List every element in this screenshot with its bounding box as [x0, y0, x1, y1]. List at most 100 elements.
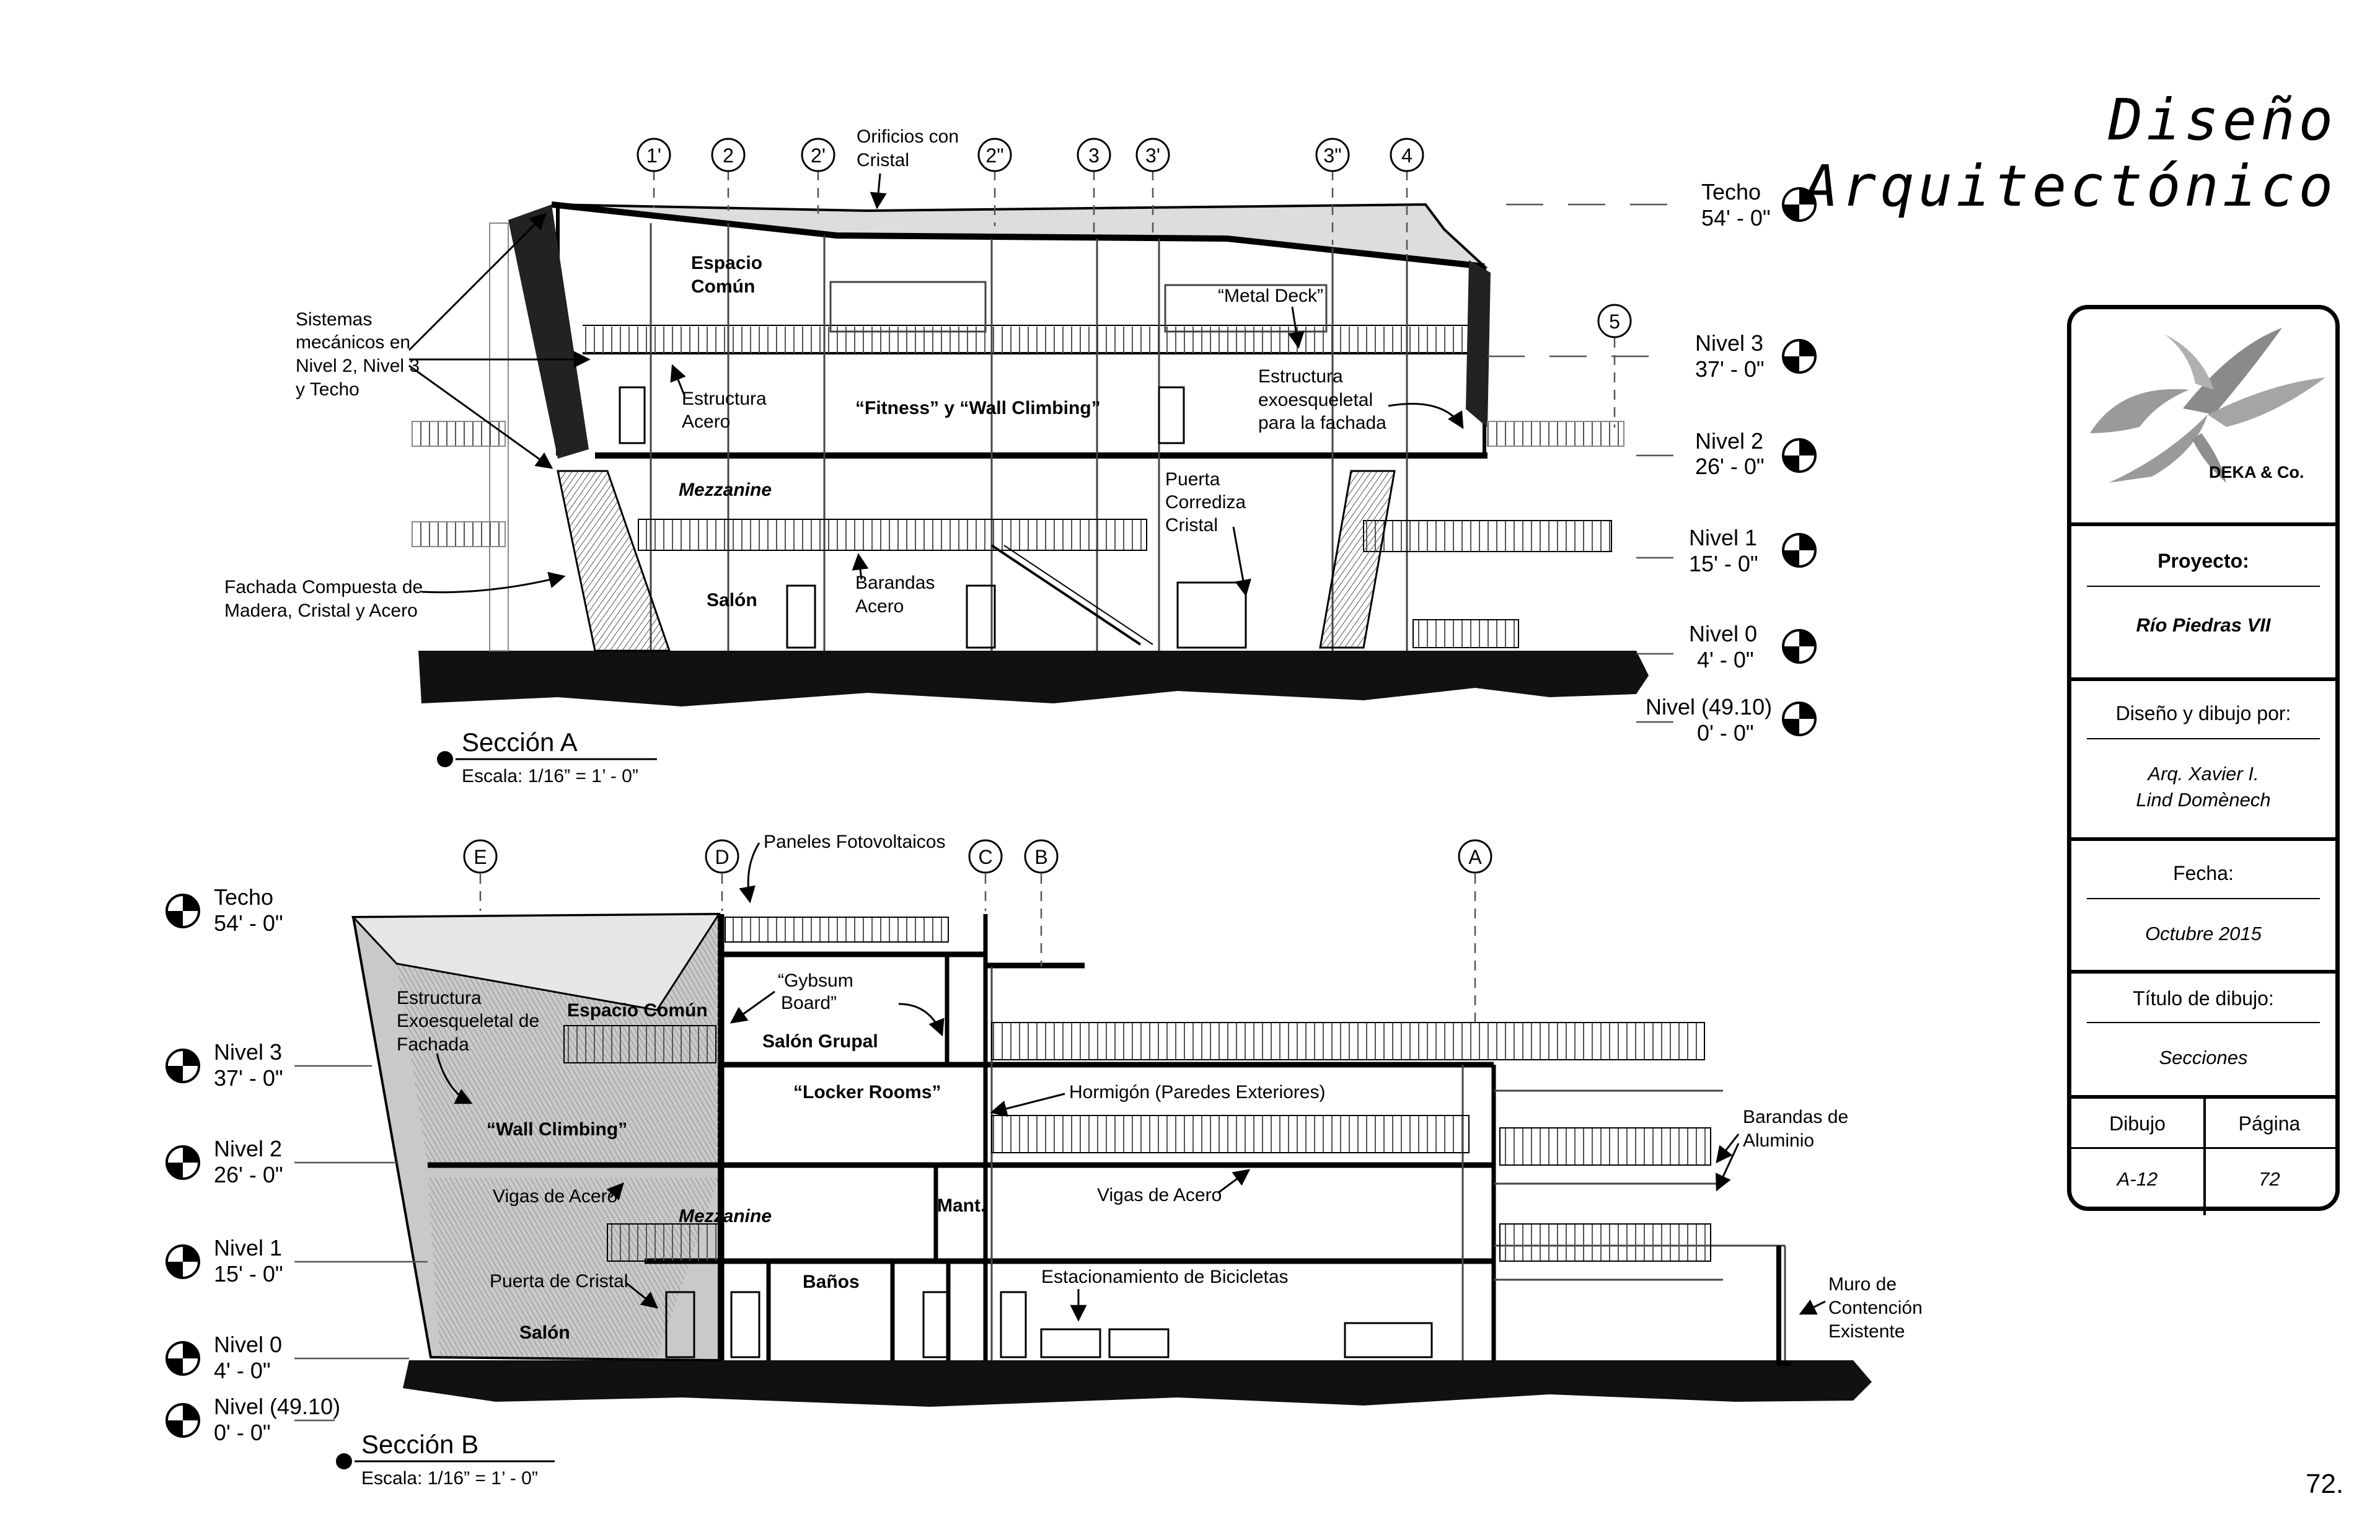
- titulo-section: Título de dibujo: Secciones: [2071, 974, 2335, 1099]
- ground-mass-a: [418, 651, 1649, 706]
- proyecto-section: Proyecto: Río Piedras VII: [2071, 526, 2335, 681]
- titulo-value: Secciones: [2159, 1047, 2248, 1068]
- level-name: Nivel 2: [214, 1136, 282, 1161]
- grid-label: 2: [723, 144, 734, 167]
- dibujo-value: A-12: [2117, 1168, 2158, 1190]
- svg-text:Cristal: Cristal: [857, 150, 909, 170]
- facade-lower-right-a: [1319, 470, 1396, 649]
- grid-label: 1': [646, 144, 661, 167]
- level-elev: 54' - 0": [1701, 205, 1771, 231]
- grid-label: 3': [1145, 144, 1160, 167]
- section-a-title: Sección A: [462, 728, 578, 757]
- deka-logo-icon: [2090, 328, 2325, 483]
- diseno-value-line1: Arq. Xavier I.: [2148, 763, 2259, 785]
- grid-label: E: [474, 846, 487, 868]
- level-elev: 4' - 0": [1697, 647, 1754, 672]
- level-name: Nivel 3: [214, 1039, 282, 1065]
- svg-text:exoesqueletal: exoesqueletal: [1258, 390, 1373, 410]
- svg-text:Cristal: Cristal: [1165, 515, 1218, 535]
- svg-text:Exoesqueletal de: Exoesqueletal de: [397, 1011, 539, 1031]
- pagina-label: Página: [2238, 1112, 2301, 1135]
- section-b-title: Sección B: [361, 1430, 478, 1459]
- page-number: 72.: [2306, 1469, 2344, 1499]
- leaders-b: [436, 842, 1826, 1322]
- slabs-b: [428, 951, 1494, 1264]
- railing-nivel3-b: [991, 1022, 1705, 1060]
- svg-text:Vigas de Acero: Vigas de Acero: [493, 1186, 617, 1207]
- svg-text:Estructura: Estructura: [682, 389, 767, 409]
- dibujo-section: Dibujo Página A-12 72: [2071, 1099, 2335, 1215]
- level-elev: 26' - 0": [214, 1162, 283, 1187]
- fecha-label: Fecha:: [2173, 862, 2234, 884]
- grid-labels-a: 1' 2 2' 2" 3 3' 3" 4 5: [646, 144, 1620, 333]
- grid-bubbles-a: [637, 138, 1632, 338]
- level-labels-b: Techo 54' - 0" Nivel 3 37' - 0" Nivel 2 …: [214, 884, 340, 1445]
- level-elev: 15' - 0": [1689, 551, 1758, 576]
- pv-panels-b: [725, 917, 949, 943]
- right-railing-a: [1363, 520, 1612, 552]
- section-a-drawing: Techo 54' - 0" Nivel 3 37' - 0" Nivel 2 …: [224, 126, 1817, 786]
- svg-text:Hormigón (Paredes Exteriores): Hormigón (Paredes Exteriores): [1069, 1082, 1325, 1102]
- level-labels-a: Techo 54' - 0" Nivel 3 37' - 0" Nivel 2 …: [1646, 179, 1772, 746]
- svg-text:Vigas de Acero: Vigas de Acero: [1097, 1185, 1222, 1205]
- grid-label: 3: [1088, 144, 1100, 167]
- svg-text:Estacionamiento de Bicicletas: Estacionamiento de Bicicletas: [1041, 1267, 1289, 1287]
- ground-mass-b: [403, 1360, 1872, 1407]
- svg-text:Baños: Baños: [803, 1272, 860, 1292]
- mezzanine-railing-a: [638, 519, 1147, 551]
- page-title: Diseño Arquitectónico: [1804, 87, 2337, 219]
- svg-text:Sistemas: Sistemas: [296, 309, 372, 330]
- svg-text:Común: Común: [691, 276, 755, 297]
- svg-text:Mezzanine: Mezzanine: [679, 1206, 772, 1226]
- level-name: Nivel 1: [1689, 525, 1757, 550]
- svg-text:“Gybsum: “Gybsum: [778, 970, 853, 991]
- grid-label: A: [1468, 846, 1482, 868]
- section-b-drawing: E D C B A Te: [165, 832, 1923, 1489]
- level-elev: 15' - 0": [214, 1261, 283, 1287]
- svg-text:para la fachada: para la fachada: [1258, 413, 1386, 433]
- svg-text:Mant.: Mant.: [937, 1195, 985, 1216]
- level-markers-b: [165, 894, 200, 1438]
- svg-text:“Locker Rooms”: “Locker Rooms”: [793, 1082, 941, 1102]
- svg-text:Acero: Acero: [855, 596, 904, 617]
- level-lines-a: [1488, 203, 1673, 723]
- svg-text:Salón: Salón: [519, 1322, 570, 1343]
- level-markers-a: [1782, 187, 1817, 736]
- roof-line-a: [551, 201, 1485, 270]
- level-name: Techo: [1701, 179, 1761, 205]
- svg-text:Espacio Común: Espacio Común: [567, 1000, 708, 1021]
- level-elev: 54' - 0": [214, 910, 283, 936]
- section-a-scale: Escala: 1/16” = 1’ - 0”: [462, 766, 638, 786]
- svg-text:“Fitness” y “Wall Climbing”: “Fitness” y “Wall Climbing”: [855, 398, 1101, 418]
- doors-a: [619, 386, 1247, 649]
- leaders-a: [408, 173, 1464, 597]
- svg-text:Aluminio: Aluminio: [1743, 1130, 1814, 1151]
- svg-text:Mezzanine: Mezzanine: [679, 480, 772, 500]
- grid-label: B: [1034, 846, 1047, 868]
- annotations-b: Paneles Fotovoltaicos Estructura Exoesqu…: [397, 832, 1923, 1343]
- stair-a: [990, 544, 1142, 646]
- section-b-scale: Escala: 1/16” = 1’ - 0”: [361, 1468, 538, 1489]
- section-a-bullet: [437, 751, 453, 767]
- proyecto-value: Río Piedras VII: [2136, 614, 2271, 636]
- level-elev: 0' - 0": [1697, 720, 1754, 746]
- fecha-value: Octubre 2015: [2145, 923, 2262, 944]
- brand-name: DEKA & Co.: [2209, 463, 2304, 482]
- svg-text:Barandas: Barandas: [855, 573, 935, 593]
- railing-nivel3-a: [583, 327, 1463, 353]
- walls-b: [720, 914, 1496, 1360]
- grid-label: 3": [1323, 144, 1341, 167]
- svg-text:Fachada: Fachada: [397, 1034, 469, 1055]
- level-elev: 37' - 0": [1695, 356, 1765, 382]
- diseno-section: Diseño y dibujo por: Arq. Xavier I. Lind…: [2071, 681, 2335, 841]
- facade-lower-left-a: [557, 470, 671, 652]
- grid-bubbles-b: [463, 839, 1492, 874]
- svg-text:Acero: Acero: [682, 411, 730, 432]
- svg-text:Madera, Cristal y Acero: Madera, Cristal y Acero: [224, 601, 418, 621]
- level-elev: 4' - 0": [214, 1358, 271, 1383]
- grid-label: 2': [811, 144, 826, 167]
- grid-label: 5: [1609, 310, 1620, 333]
- level-name: Techo: [214, 884, 273, 910]
